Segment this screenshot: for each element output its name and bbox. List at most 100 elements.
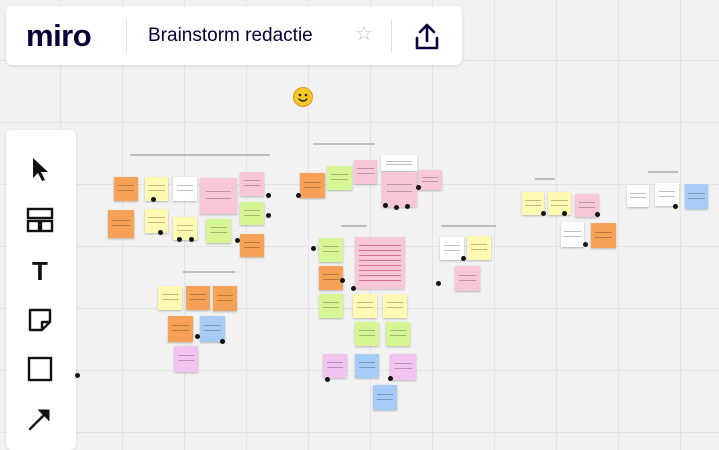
cursor-dot (235, 238, 240, 243)
cursor-icon (33, 158, 48, 181)
sticky-note[interactable] (300, 173, 325, 198)
sticky-note[interactable] (548, 192, 571, 215)
sticky-note[interactable] (655, 183, 679, 206)
sticky-note[interactable] (383, 294, 407, 318)
cursor-dot (75, 373, 80, 378)
section-label (535, 178, 555, 180)
cursor-dot (595, 212, 600, 217)
section-label (441, 225, 496, 227)
sticky-note[interactable] (206, 219, 231, 243)
sticky-note[interactable] (373, 385, 397, 410)
left-toolbar: T (6, 130, 76, 450)
cursor-dot (394, 205, 399, 210)
cursor-dot (583, 242, 588, 247)
section-label (130, 154, 270, 156)
sticky-note[interactable] (575, 194, 599, 217)
cursor-dot (351, 286, 356, 291)
miro-logo[interactable]: miro (26, 18, 92, 53)
text-tool[interactable]: T (23, 254, 57, 288)
sticky-note[interactable] (200, 178, 237, 214)
sticky-note[interactable] (355, 322, 379, 346)
sticky-note[interactable] (200, 316, 225, 342)
sticky-note[interactable] (390, 354, 416, 380)
cursor-dot (266, 193, 271, 198)
cursor-dot (416, 185, 421, 190)
cursor-dot (177, 237, 182, 242)
cursor-dot (405, 204, 410, 209)
sticky-note[interactable] (467, 236, 491, 260)
sticky-note[interactable] (418, 170, 442, 190)
sticky-note[interactable] (213, 286, 237, 311)
cursor-dot (562, 211, 567, 216)
sticky-note[interactable] (386, 322, 410, 346)
cursor-dot (266, 213, 271, 218)
sticky-note[interactable] (319, 238, 343, 262)
connection-line-tool[interactable] (23, 402, 57, 436)
cursor-dot (541, 211, 546, 216)
cursor-dot (195, 334, 200, 339)
sticky-note[interactable] (382, 172, 417, 207)
section-label (313, 143, 375, 145)
sticky-note[interactable] (186, 286, 210, 310)
shape-tool[interactable] (23, 352, 57, 386)
sticky-note[interactable] (108, 210, 134, 238)
cursor-dot (158, 230, 163, 235)
cursor-dot (296, 193, 301, 198)
sticky-note[interactable] (354, 160, 377, 184)
cursor-dot (151, 197, 156, 202)
sticky-note[interactable] (561, 222, 584, 247)
sticky-note-icon (28, 308, 52, 332)
arrow-icon (28, 409, 50, 431)
text-icon: T (32, 256, 48, 286)
sticky-note[interactable] (440, 237, 464, 260)
cursor-dot (673, 204, 678, 209)
sticky-note[interactable] (173, 177, 197, 201)
templates-tool[interactable] (23, 203, 57, 237)
sticky-note[interactable] (319, 266, 343, 290)
sticky-note[interactable] (591, 223, 616, 248)
smiley-icon[interactable] (293, 87, 313, 107)
cursor-dot (189, 237, 194, 242)
sticky-note[interactable] (381, 155, 417, 171)
sticky-note[interactable] (174, 346, 198, 372)
text-card[interactable] (355, 237, 405, 289)
sticky-note[interactable] (173, 217, 197, 240)
select-tool[interactable] (23, 152, 57, 186)
sticky-note-tool[interactable] (23, 303, 57, 337)
rectangle-icon (27, 356, 53, 382)
divider (391, 20, 392, 52)
sticky-note[interactable] (145, 209, 168, 233)
cursor-dot (383, 203, 388, 208)
section-label (341, 225, 367, 227)
sticky-note[interactable] (355, 354, 379, 378)
sticky-note[interactable] (168, 316, 193, 342)
board-title[interactable]: Brainstorm redactie (148, 25, 313, 46)
sticky-note[interactable] (145, 177, 168, 201)
sticky-note[interactable] (240, 202, 264, 225)
sticky-note[interactable] (685, 184, 708, 209)
star-icon[interactable]: ☆ (355, 23, 373, 45)
sticky-note[interactable] (240, 234, 264, 257)
cursor-dot (220, 339, 225, 344)
section-label (183, 271, 235, 273)
sticky-note[interactable] (158, 286, 182, 310)
sticky-note[interactable] (240, 172, 264, 196)
cursor-dot (461, 256, 466, 261)
cursor-dot (340, 278, 345, 283)
cursor-dot (436, 281, 441, 286)
cursor-dot (388, 376, 393, 381)
cursor-dot (311, 246, 316, 251)
divider (126, 20, 127, 52)
cursor-dot (325, 377, 330, 382)
sticky-note[interactable] (627, 185, 649, 207)
sticky-note[interactable] (323, 354, 347, 378)
sticky-note[interactable] (455, 266, 480, 291)
sticky-note[interactable] (522, 192, 544, 215)
section-label (648, 171, 678, 173)
top-bar: miro Brainstorm redactie ☆ (6, 6, 462, 65)
sticky-note[interactable] (319, 294, 343, 318)
sticky-note[interactable] (114, 177, 138, 201)
sticky-note[interactable] (327, 166, 352, 190)
upload-icon[interactable] (411, 22, 443, 52)
sticky-note[interactable] (353, 294, 377, 318)
